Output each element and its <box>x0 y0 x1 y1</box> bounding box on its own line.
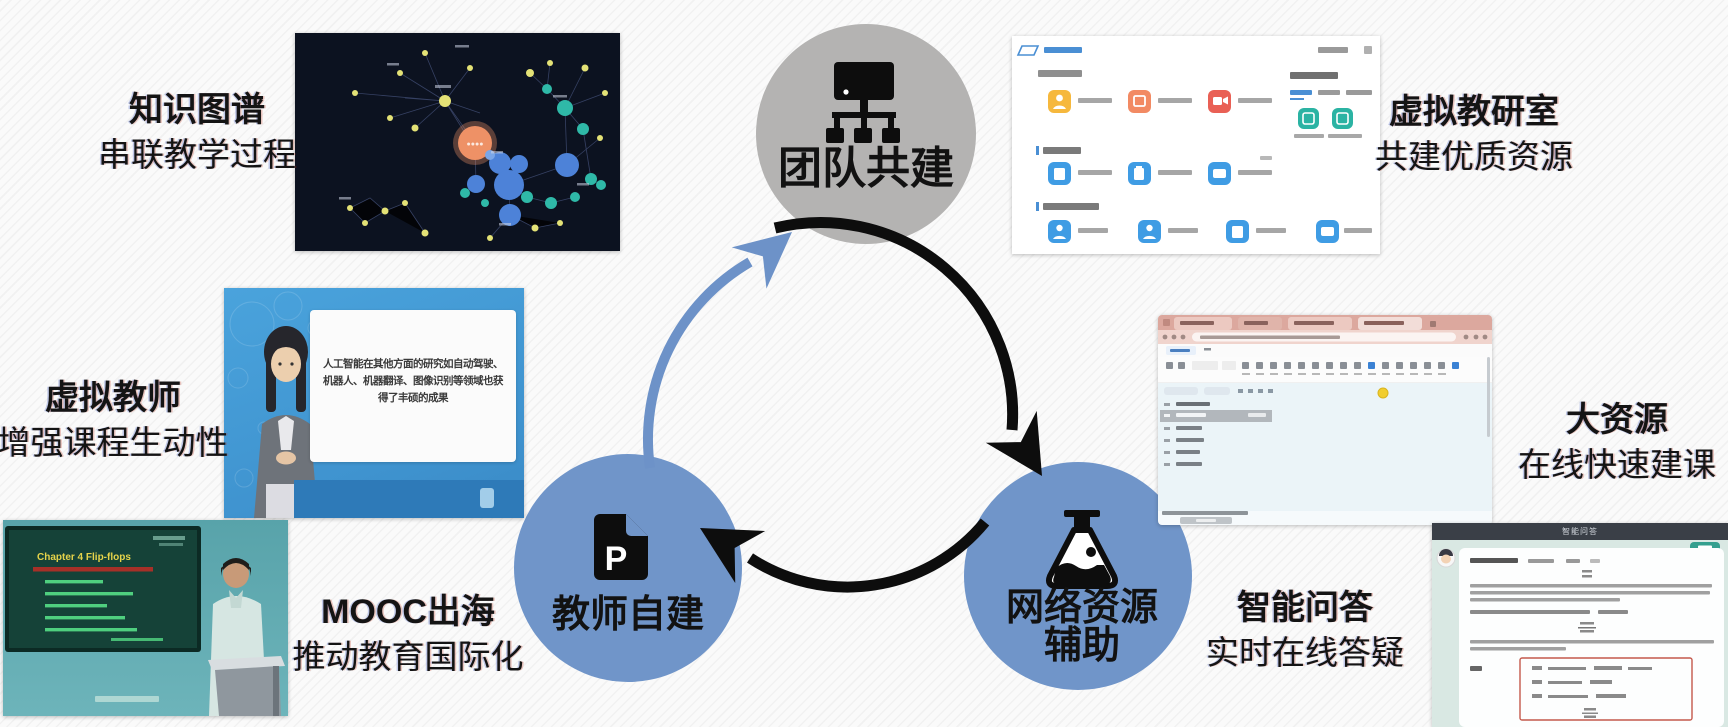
document-p-icon: P <box>594 514 648 580</box>
callout-virtual-teacher: 虚拟教师 增强课程生动性 <box>0 378 271 464</box>
node-network: 网络资源 辅助 <box>964 462 1192 690</box>
qa-avatar <box>1436 548 1456 568</box>
browser-right-icons <box>1463 334 1488 340</box>
callout-mooc-title: MOOC出海 <box>321 593 495 631</box>
status-button-bar <box>1196 519 1216 522</box>
arrowhead-to-teacher <box>700 528 766 583</box>
board-logo-bar2 <box>159 543 183 546</box>
mooc-classroom-image: Chapter 4 Flip-flops <box>3 520 288 716</box>
virtual-lab-panel-image <box>1012 36 1380 254</box>
callout-smart-qa-subtitle: 实时在线答疑 <box>1206 634 1404 672</box>
callout-virtual-teacher-title: 虚拟教师 <box>45 379 181 417</box>
callout-big-resource: 大资源 在线快速建课 <box>1459 400 1728 486</box>
board-credit-lines <box>111 638 163 641</box>
virtual-teacher-image: 人工智能在其他方面的研究如自动驾驶、机器人、机器翻译、图像识别等领域也获得了丰硕… <box>224 288 524 518</box>
node-teacher-label: 教师自建 <box>552 594 704 636</box>
podium <box>208 656 285 716</box>
virtual-teacher-slide-card: 人工智能在其他方面的研究如自动驾驶、机器人、机器翻译、图像识别等领域也获得了丰硕… <box>310 310 516 462</box>
callout-knowledge-graph-subtitle: 串联教学过程 <box>98 136 296 174</box>
browser-editor-ui <box>1158 315 1492 524</box>
callout-mooc: MOOC出海 推动教育国际化 <box>250 592 566 678</box>
section1-title-bar <box>1038 70 1082 77</box>
study-material-tiles <box>1048 220 1372 243</box>
panel-settings-icon <box>1364 46 1372 54</box>
share-tiles <box>1048 162 1272 185</box>
callout-mooc-subtitle: 推动教育国际化 <box>292 638 524 676</box>
arrow-team-to-network <box>773 217 1019 431</box>
node-teacher: P 教师自建 <box>514 454 742 682</box>
knowledge-graph-network: ●●●● <box>339 45 608 241</box>
node-team: 团队共建 <box>756 24 976 244</box>
graph-center-node-label: ●●●● <box>467 141 484 148</box>
board-bullet-lines <box>45 580 137 632</box>
editor-filter-chips <box>1164 387 1273 395</box>
callout-big-resource-subtitle: 在线快速建课 <box>1518 446 1716 484</box>
qa-red-formula-box <box>1519 657 1693 721</box>
virtual-lab-panel-ui <box>1016 45 1372 243</box>
browser-url-text-bar <box>1200 335 1340 339</box>
node-network-label-line2: 辅助 <box>1044 625 1120 667</box>
meeting-room-tiles <box>1048 90 1272 113</box>
qa-chat-body <box>1436 542 1724 727</box>
more-link-bar <box>1260 156 1272 160</box>
toolbar-icon-labels <box>1242 373 1446 375</box>
virtual-teacher-logo <box>480 488 494 508</box>
qa-window-title: 智能问答 <box>1432 523 1728 540</box>
callout-virtual-lab-title: 虚拟教研室 <box>1389 93 1559 131</box>
callout-big-resource-title: 大资源 <box>1566 401 1668 439</box>
browser-nav-icons <box>1162 334 1186 340</box>
callout-knowledge-graph-title: 知识图谱 <box>129 91 265 129</box>
panel-logo <box>1016 45 1082 56</box>
callout-smart-qa: 智能问答 实时在线答疑 <box>1147 588 1463 674</box>
qa-bubble <box>1459 548 1724 727</box>
editor-scrollbar <box>1487 357 1490 437</box>
section3-title-bar <box>1043 203 1099 210</box>
knowledge-graph-image: ●●●● <box>295 33 620 251</box>
org-chart-icon <box>826 62 900 143</box>
board-logo-bar <box>153 536 185 540</box>
node-team-label: 团队共建 <box>778 144 954 193</box>
qa-formula-lines <box>1532 666 1652 718</box>
resource-editor-image <box>1158 315 1492 525</box>
qa-bubble-content <box>1470 558 1714 721</box>
document-p-letter: P <box>605 540 628 578</box>
video-watermark-bar <box>95 696 159 702</box>
callout-virtual-lab: 虚拟教研室 共建优质资源 <box>1316 92 1632 178</box>
file-menu-bar <box>1170 349 1190 352</box>
editor-menubar <box>1158 344 1492 357</box>
callout-virtual-teacher-subtitle: 增强课程生动性 <box>0 424 229 462</box>
toolbar-icons <box>1166 361 1459 370</box>
section2-title-bar <box>1043 147 1081 154</box>
arrowhead-to-team <box>731 232 792 289</box>
virtual-teacher-slide-text: 人工智能在其他方面的研究如自动驾驶、机器人、机器翻译、图像识别等领域也获得了丰硕… <box>323 358 504 404</box>
classroom-scene: Chapter 4 Flip-flops <box>5 526 285 716</box>
callout-virtual-lab-subtitle: 共建优质资源 <box>1375 138 1573 176</box>
meeting-record-panel <box>1290 72 1372 138</box>
arrow-teacher-to-team <box>643 257 753 469</box>
node-network-label-line1: 网络资源 <box>1006 586 1158 629</box>
cycle-arrows <box>643 217 1042 593</box>
arrow-network-to-teacher <box>746 518 990 593</box>
editor-canvas <box>1158 383 1492 511</box>
status-text-bar <box>1162 511 1248 515</box>
board-title: Chapter 4 Flip-flops <box>37 552 131 563</box>
arrowhead-to-network <box>985 410 1042 476</box>
editor-row-list <box>1160 402 1272 466</box>
browser-tabs <box>1163 317 1436 330</box>
board-red-bar <box>33 567 153 572</box>
callout-smart-qa-title: 智能问答 <box>1237 589 1373 627</box>
plus-bar <box>1204 348 1211 351</box>
callout-knowledge-graph: 知识图谱 串联教学过程 <box>39 90 355 176</box>
canvas-yellow-dot <box>1377 387 1389 399</box>
smart-qa-chat-image: 智能问答 <box>1432 523 1728 727</box>
flask-icon <box>1045 510 1119 589</box>
section2-tick <box>1036 146 1039 155</box>
section3-tick <box>1036 202 1039 211</box>
panel-user-menu-bar <box>1318 47 1348 53</box>
